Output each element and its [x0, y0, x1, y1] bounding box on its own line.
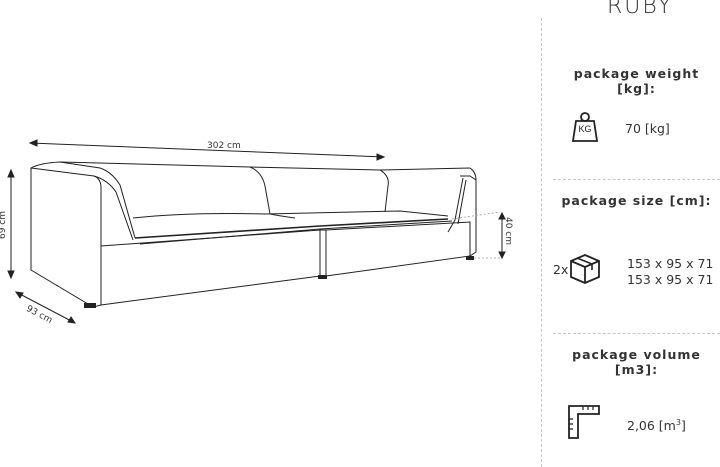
- volume-number: 2,06 [m: [627, 418, 676, 434]
- ruler-icon: [568, 405, 600, 444]
- sofa-left-arm: [30, 167, 102, 308]
- volume-bracket: ]: [680, 418, 686, 434]
- box-icon: [568, 251, 602, 290]
- package-volume-title: package volume [m3]:: [572, 347, 701, 377]
- package-size-1: 153 x 95 x 71: [627, 256, 714, 271]
- height-label: 69 cm: [0, 210, 9, 240]
- product-name: RUBY: [606, 0, 674, 19]
- sofa-right-arm: [469, 167, 477, 257]
- sofa-foot: [466, 256, 474, 260]
- package-volume-value: 2,06 [m3]: [627, 418, 686, 433]
- width-label: 302 cm: [207, 141, 241, 151]
- seat-height-label: 40 cm: [503, 216, 514, 246]
- weight-icon: KG: [570, 110, 600, 144]
- package-size-2: 153 x 95 x 71: [627, 272, 714, 287]
- package-weight-value: 70 [kg]: [625, 121, 670, 136]
- package-size-title: package size [cm]:: [561, 193, 712, 208]
- sofa-drawing: [7, 139, 506, 324]
- section-divider: [553, 333, 720, 334]
- sofa-foot: [318, 275, 327, 279]
- volume-superscript: 3: [675, 418, 681, 427]
- weight-icon-text: KG: [578, 124, 592, 134]
- section-divider: [553, 179, 720, 180]
- panel-divider: [541, 18, 542, 467]
- package-multiplier: 2x: [553, 262, 569, 277]
- sofa-foot: [84, 303, 96, 308]
- package-weight-title: package weight [kg]:: [573, 66, 700, 96]
